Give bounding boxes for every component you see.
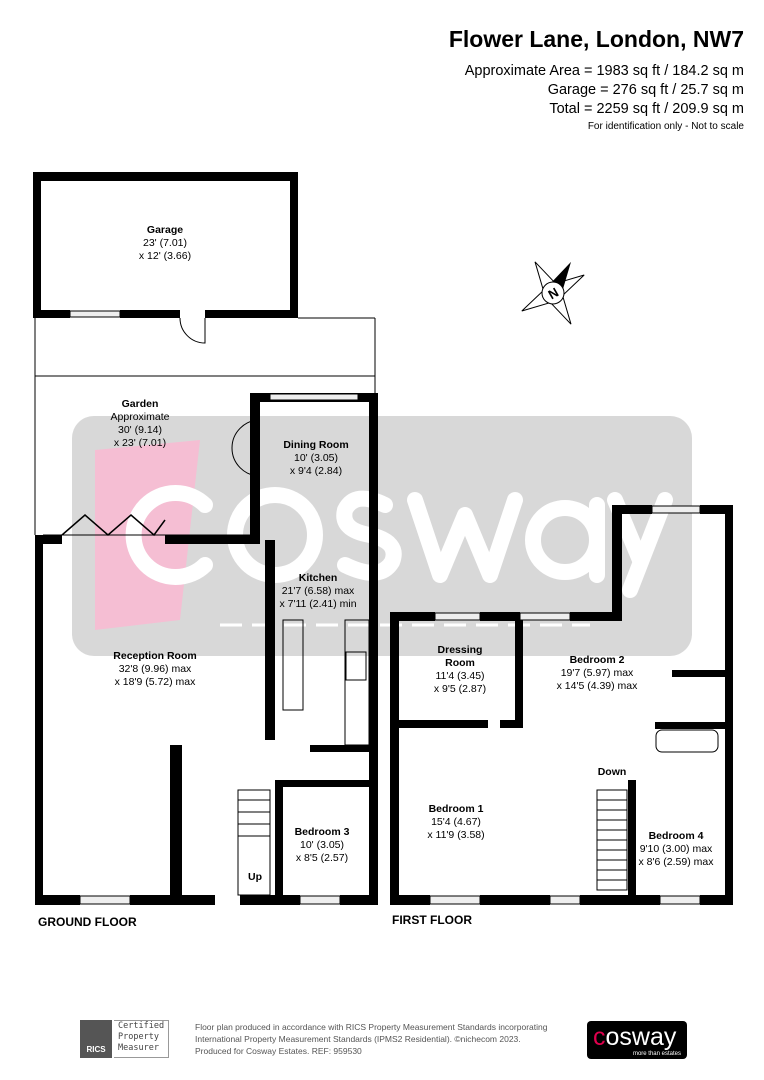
room-dim: x 8'5 (2.57) bbox=[296, 852, 348, 864]
disclaimer-line: Produced for Cosway Estates. REF: 959530 bbox=[195, 1046, 362, 1056]
bedroom-4-label: Bedroom 4 9'10 (3.00) max x 8'6 (2.59) m… bbox=[639, 830, 715, 868]
kitchen-label: Kitchen 21'7 (6.58) max x 7'11 (2.41) mi… bbox=[279, 572, 356, 610]
garage-area: Garage = 276 sq ft / 25.7 sq m bbox=[547, 82, 744, 98]
room-dim: x 14'5 (4.39) max bbox=[557, 680, 639, 692]
room-dim: x 11'9 (3.58) bbox=[427, 829, 484, 841]
disclaimer: Floor plan produced in accordance with R… bbox=[195, 1021, 547, 1057]
disclaimer-line: Floor plan produced in accordance with R… bbox=[195, 1022, 548, 1032]
room-dim: x 8'6 (2.59) max bbox=[639, 856, 715, 868]
footer: RICS Certified Property Measurer Floor p… bbox=[80, 1018, 690, 1062]
logo-tagline: more than estates bbox=[632, 1051, 681, 1057]
rics-logo: RICS bbox=[80, 1020, 112, 1058]
disclaimer-line: International Property Measurement Stand… bbox=[195, 1034, 521, 1044]
rics-text: RICS bbox=[86, 1045, 106, 1054]
compass-icon: N bbox=[521, 261, 585, 325]
room-name: Kitchen bbox=[299, 572, 338, 584]
room-dim: x 18'9 (5.72) max bbox=[115, 676, 197, 688]
room-name: Garage bbox=[147, 224, 183, 236]
room-name: Dining Room bbox=[283, 439, 348, 451]
bedroom-1-label: Bedroom 1 15'4 (4.67) x 11'9 (3.58) bbox=[427, 803, 484, 841]
room-dim: 15'4 (4.67) bbox=[431, 816, 481, 828]
room-dim: x 7'11 (2.41) min bbox=[279, 598, 356, 610]
room-dim: 19'7 (5.97) max bbox=[561, 667, 634, 679]
dining-room-label: Dining Room 10' (3.05) x 9'4 (2.84) bbox=[283, 439, 348, 477]
certified-badge: Certified Property Measurer bbox=[114, 1020, 169, 1058]
room-dim: x 9'4 (2.84) bbox=[290, 465, 342, 477]
ground-floor-label: GROUND FLOOR bbox=[38, 915, 137, 929]
property-title: Flower Lane, London, NW7 bbox=[448, 26, 744, 52]
garden-label: Garden Approximate 30' (9.14) x 23' (7.0… bbox=[111, 398, 170, 449]
scale-note: For identification only - Not to scale bbox=[587, 121, 744, 132]
cert-line: Measurer bbox=[118, 1043, 159, 1053]
logo-rest: osway bbox=[605, 1023, 677, 1051]
room-name: Reception Room bbox=[113, 650, 196, 662]
room-dim: x 9'5 (2.87) bbox=[434, 683, 486, 695]
bedroom-3-label: Bedroom 3 10' (3.05) x 8'5 (2.57) bbox=[295, 826, 350, 864]
approximate-area: Approximate Area = 1983 sq ft / 184.2 sq… bbox=[464, 63, 744, 79]
stair-treads bbox=[238, 799, 627, 881]
bedroom-2-label: Bedroom 2 19'7 (5.97) max x 14'5 (4.39) … bbox=[557, 654, 639, 692]
room-dim: 21'7 (6.58) max bbox=[282, 585, 355, 597]
cert-line: Property bbox=[118, 1032, 159, 1042]
logo-c: c bbox=[593, 1023, 606, 1051]
room-dim: x 12' (3.66) bbox=[139, 250, 191, 262]
stairs-up-label: Up bbox=[248, 871, 262, 883]
room-name: Bedroom 3 bbox=[295, 826, 350, 838]
room-name: Bedroom 2 bbox=[570, 654, 625, 666]
room-dim: 32'8 (9.96) max bbox=[119, 663, 192, 675]
room-dim: 9'10 (3.00) max bbox=[640, 843, 713, 855]
stairs-ground bbox=[237, 789, 271, 896]
dressing-room-label: Dressing Room 11'4 (3.45) x 9'5 (2.87) bbox=[434, 644, 486, 695]
cosway-logo: cosway more than estates bbox=[587, 1021, 687, 1059]
first-floor-label: FIRST FLOOR bbox=[392, 913, 472, 927]
room-dim: 10' (3.05) bbox=[294, 452, 338, 464]
room-name: Bedroom 1 bbox=[429, 803, 484, 815]
room-dim: x 23' (7.01) bbox=[114, 437, 166, 449]
bath-icon bbox=[655, 729, 719, 753]
room-dim: 23' (7.01) bbox=[143, 237, 187, 249]
area-summary: Approximate Area = 1983 sq ft / 184.2 sq… bbox=[465, 62, 744, 119]
hob-icon bbox=[345, 651, 367, 681]
room-dim: 11'4 (3.45) bbox=[435, 670, 484, 682]
cert-line: Certified bbox=[118, 1021, 165, 1031]
garage-label: Garage 23' (7.01) x 12' (3.66) bbox=[139, 224, 191, 262]
total-area: Total = 2259 sq ft / 209.9 sq m bbox=[549, 101, 744, 117]
reception-room-label: Reception Room 32'8 (9.96) max x 18'9 (5… bbox=[113, 650, 196, 688]
stairs-down-label: Down bbox=[598, 766, 627, 778]
room-name: Garden bbox=[122, 398, 159, 410]
room-name: Dressing bbox=[438, 644, 483, 656]
room-name: Room bbox=[445, 657, 475, 669]
garden-outline bbox=[34, 310, 719, 905]
room-dim: Approximate bbox=[111, 411, 170, 423]
room-dim: 10' (3.05) bbox=[300, 839, 344, 851]
room-dim: 30' (9.14) bbox=[118, 424, 162, 436]
room-name: Bedroom 4 bbox=[649, 830, 704, 842]
